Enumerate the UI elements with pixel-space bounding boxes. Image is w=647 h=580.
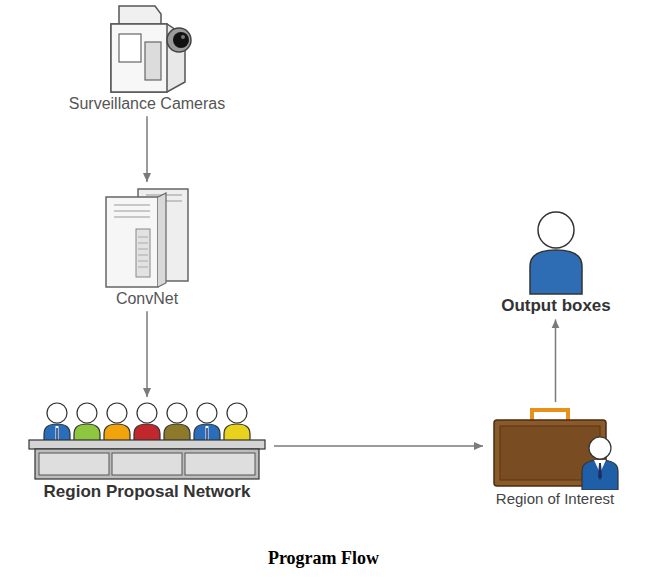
flow-node: Region Proposal Network (23, 400, 271, 502)
flow-arrow (274, 445, 483, 447)
flow-arrow (146, 116, 148, 182)
node-label: Surveillance Cameras (69, 94, 226, 113)
node-label: Output boxes (501, 296, 611, 316)
camera-icon (97, 2, 197, 94)
people-table-icon (27, 400, 267, 482)
flow-node: Region of Interest (486, 405, 624, 508)
node-label: Region of Interest (496, 490, 614, 508)
flow-node: Surveillance Cameras (65, 2, 230, 113)
figure-caption: Program Flow (0, 548, 647, 569)
flow-node: ConvNet (98, 185, 196, 308)
node-label: Region Proposal Network (44, 482, 251, 502)
flow-arrow (555, 319, 557, 402)
flow-node: Output boxes (497, 208, 615, 316)
suitcase-person-icon (490, 405, 620, 490)
person-icon (524, 208, 588, 296)
flow-arrow (146, 311, 148, 397)
server-icon (102, 185, 192, 289)
node-label: ConvNet (116, 289, 178, 308)
